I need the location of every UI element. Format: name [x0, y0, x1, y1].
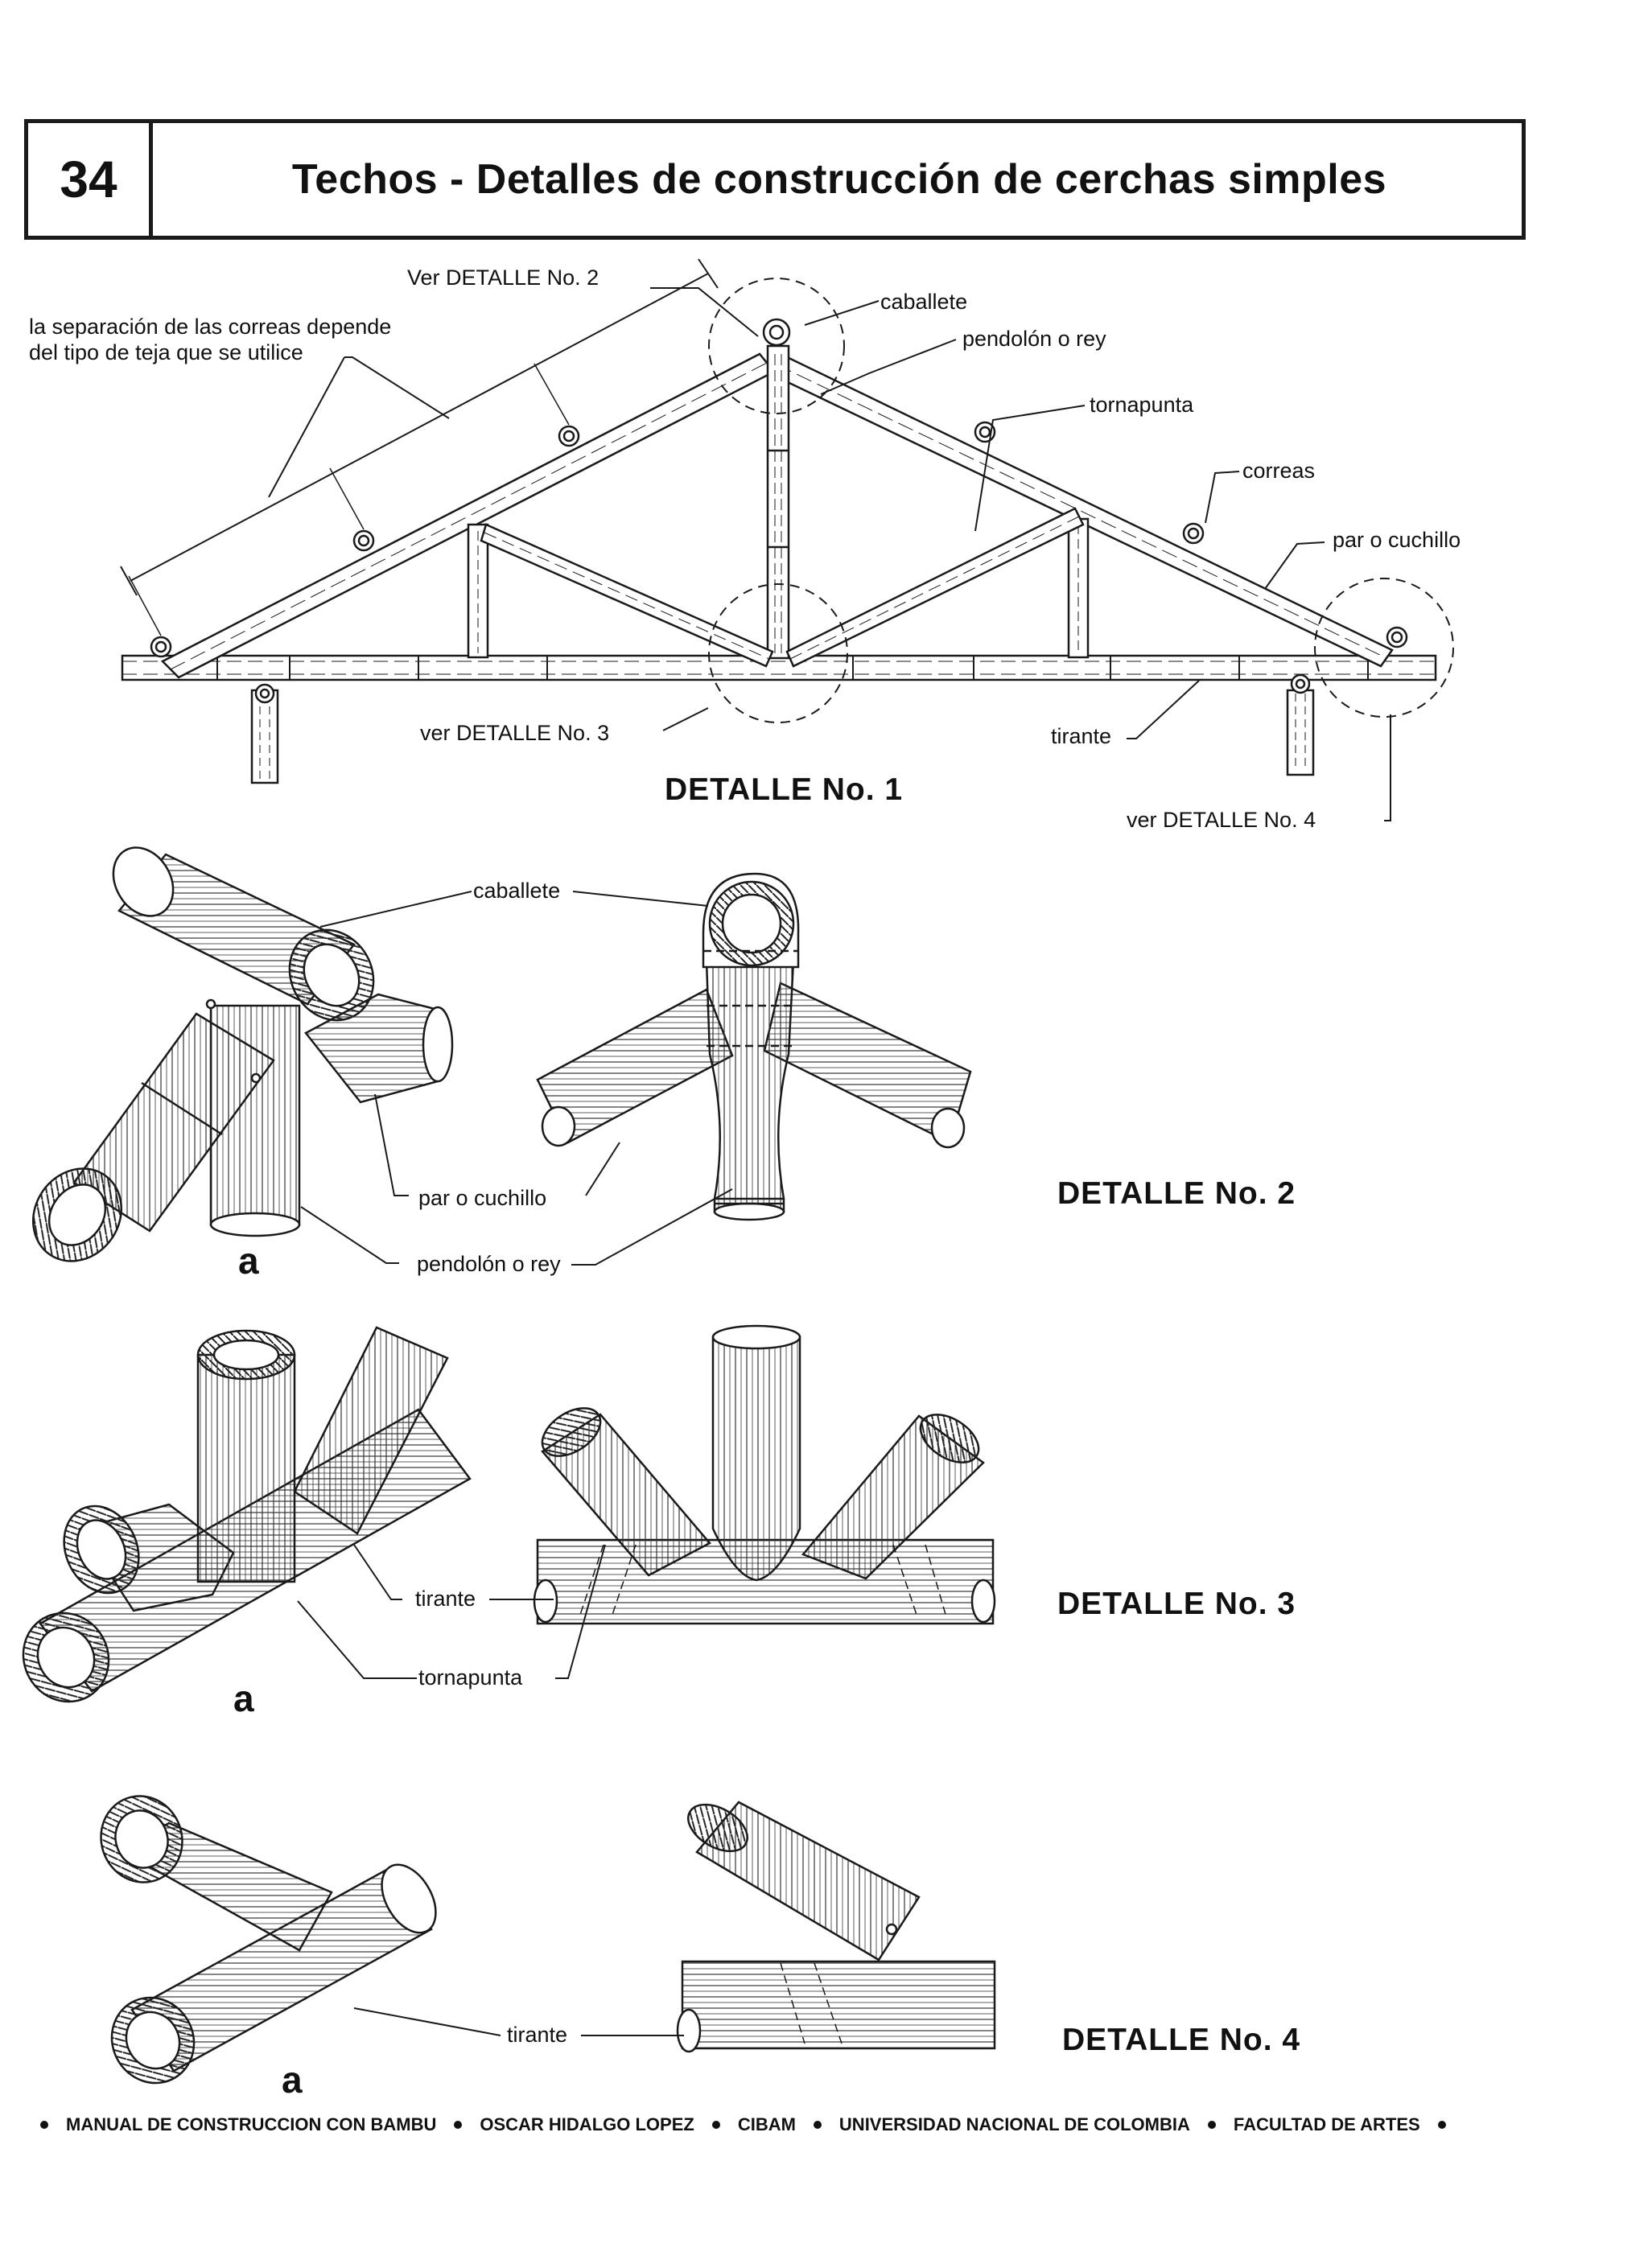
detail2-elevation [536, 872, 972, 1221]
detail4-leaders [353, 2007, 684, 2036]
footer-bullet [1437, 2121, 1446, 2129]
detail4-title: DETALLE No. 4 [1062, 2023, 1301, 2057]
label-ver-detalle-3: ver DETALLE No. 3 [420, 721, 610, 745]
detail1-title: DETALLE No. 1 [665, 772, 904, 807]
page-footer: MANUAL DE CONSTRUCCION CON BAMBU OSCAR H… [40, 2114, 1537, 2135]
label-separation-note-line2: del tipo de teja que se utilice [29, 340, 303, 364]
d2-label-caballete: caballete [473, 879, 561, 903]
footer-item-university: UNIVERSIDAD NACIONAL DE COLOMBIA [838, 2114, 1190, 2134]
d3-tag-a: a [233, 1677, 254, 1719]
footer-bullet [813, 2121, 822, 2129]
footer-item-faculty: FACULTAD DE ARTES [1233, 2114, 1420, 2134]
d2-label-par-cuchillo: par o cuchillo [418, 1186, 547, 1210]
label-separation-note-line1: la separación de las correas depende [29, 315, 392, 339]
footer-bullet [40, 2121, 48, 2129]
detail3-title: DETALLE No. 3 [1057, 1587, 1296, 1621]
d4-label-tirante: tirante [507, 2023, 568, 2047]
detail3-elevation [533, 1324, 996, 1625]
footer-item-manual: MANUAL DE CONSTRUCCION CON BAMBU [66, 2114, 437, 2134]
detail4-elevation [676, 1801, 996, 2053]
detail2-title: DETALLE No. 2 [1057, 1176, 1296, 1211]
label-ver-detalle-4: ver DETALLE No. 4 [1127, 808, 1316, 832]
detail4-isometric-a [100, 1795, 437, 2085]
d3-label-tornapunta: tornapunta [418, 1665, 523, 1690]
truss-elevation [120, 258, 1454, 821]
page-number: 34 [28, 123, 153, 236]
detail2-leaders [300, 891, 733, 1266]
label-pendolon: pendolón o rey [962, 327, 1106, 351]
d2-tag-a: a [238, 1240, 259, 1282]
label-tirante: tirante [1051, 724, 1112, 748]
footer-bullet [454, 2121, 463, 2129]
d2-label-pendolon: pendolón o rey [417, 1252, 561, 1276]
footer-bullet [1207, 2121, 1216, 2129]
detail3-leaders [297, 1544, 606, 1679]
label-correas: correas [1242, 459, 1316, 483]
detail2-isometric-a [31, 846, 454, 1262]
d3-label-tirante: tirante [415, 1587, 476, 1611]
detail3-isometric-a [22, 1326, 472, 1703]
label-caballete: caballete [880, 290, 968, 314]
footer-item-cibam: CIBAM [737, 2114, 796, 2134]
label-ver-detalle-2: Ver DETALLE No. 2 [407, 265, 599, 290]
label-par-cuchillo: par o cuchillo [1333, 528, 1461, 552]
d4-tag-a: a [282, 2059, 303, 2101]
footer-item-author: OSCAR HIDALGO LOPEZ [480, 2114, 694, 2134]
page-header: 34 Techos - Detalles de construcción de … [24, 119, 1526, 240]
page-title: Techos - Detalles de construcción de cer… [291, 156, 1387, 203]
label-tornapunta: tornapunta [1090, 393, 1194, 417]
footer-bullet [711, 2121, 720, 2129]
